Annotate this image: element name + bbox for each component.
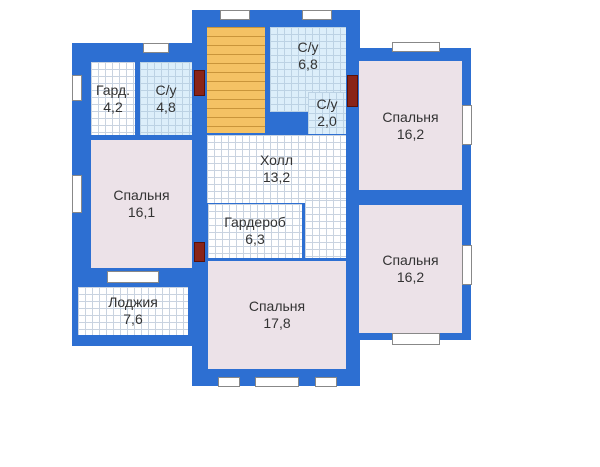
window — [462, 105, 472, 145]
room-hall: Холл 13,2 — [207, 135, 346, 203]
room-area: 13,2 — [262, 169, 291, 185]
room-name: Холл — [260, 152, 293, 168]
chimney-vent — [194, 70, 205, 96]
window — [302, 10, 332, 20]
chimney-vent — [194, 242, 205, 262]
room-name: Лоджия — [108, 294, 158, 310]
window — [392, 333, 440, 345]
hall-corridor — [305, 200, 346, 258]
chimney-vent — [347, 75, 358, 107]
window — [72, 75, 82, 101]
room-name: С/у — [316, 96, 338, 112]
room-bathroom-3: С/у 2,0 — [308, 92, 346, 134]
room-gard: Гард. 4,2 — [91, 62, 135, 135]
window — [218, 377, 240, 387]
room-area: 4,8 — [156, 98, 176, 115]
room-name: Спальня — [382, 108, 439, 125]
window — [220, 10, 250, 20]
window — [392, 42, 440, 52]
room-name: Спальня — [113, 187, 170, 203]
room-area: 7,6 — [123, 311, 143, 327]
room-area: 16,2 — [396, 269, 425, 285]
window — [255, 377, 299, 387]
room-area: 16,1 — [127, 204, 156, 220]
room-name: Гард. — [95, 81, 131, 98]
room-area: 16,2 — [396, 125, 425, 142]
staircase — [207, 27, 265, 133]
window — [462, 245, 472, 285]
room-area: 2,0 — [317, 113, 337, 129]
room-area: 6,8 — [298, 56, 318, 72]
room-name: Спальня — [382, 252, 439, 268]
room-name: Спальня — [248, 298, 306, 314]
room-area: 6,3 — [245, 231, 265, 247]
room-area: 4,2 — [103, 98, 123, 115]
room-area: 17,8 — [263, 315, 291, 331]
room-bathroom-1: С/у 4,8 — [140, 62, 192, 135]
room-bedroom-3: Спальня 16,2 — [359, 61, 462, 190]
room-wardrobe: Гардероб 6,3 — [208, 204, 302, 258]
room-bedroom-1: Спальня 16,1 — [91, 140, 192, 268]
room-loggia: Лоджия 7,6 — [78, 287, 188, 335]
room-name: Гардероб — [224, 214, 286, 230]
window — [107, 271, 159, 283]
room-bedroom-4: Спальня 16,2 — [359, 205, 462, 333]
window — [143, 43, 169, 53]
room-name: С/у — [155, 81, 177, 98]
room-name: С/у — [297, 39, 319, 55]
room-bedroom-2: Спальня 17,8 — [208, 261, 346, 369]
window — [72, 175, 82, 213]
window — [315, 377, 337, 387]
